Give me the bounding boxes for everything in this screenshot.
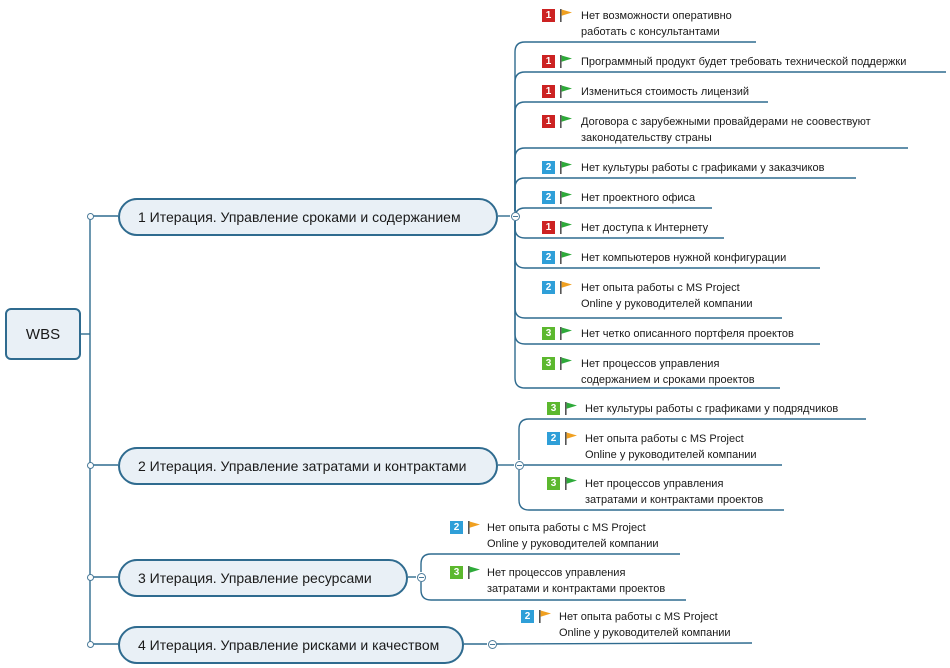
priority-2-icon: 2 (542, 161, 555, 174)
priority-2-icon: 2 (542, 281, 555, 294)
green-flag-icon (559, 160, 573, 175)
priority-1-icon: 1 (542, 85, 555, 98)
risk-text-line: Программный продукт будет требовать техн… (581, 56, 907, 68)
leaf-connector (496, 642, 753, 645)
risk-text-line: Нет доступа к Интернету (581, 222, 709, 234)
leaf-connector (514, 101, 768, 211)
collapse-toggle[interactable] (417, 573, 426, 582)
branch-anchor-dot (87, 574, 94, 581)
risk-text-line: Нет процессов управления (585, 478, 724, 490)
priority-3-icon: 3 (542, 357, 555, 370)
leaf-connector (514, 207, 712, 219)
risk-text-line: Online у руководителей компании (559, 627, 731, 639)
branch-node-iteration-2[interactable]: 2 Итерация. Управление затратами и контр… (118, 447, 498, 485)
branch-anchor-dot (87, 213, 94, 220)
orange-flag-icon (559, 280, 573, 295)
leaf-connector (518, 418, 866, 460)
priority-2-icon: 2 (542, 251, 555, 264)
collapse-toggle[interactable] (488, 640, 497, 649)
risk-text-line: содержанием и сроками проектов (581, 374, 755, 386)
risk-text-line: Нет процессов управления (487, 567, 626, 579)
risk-text-line: Нет опыта работы с MS Project (559, 611, 718, 623)
priority-2-icon: 2 (542, 191, 555, 204)
priority-2-icon: 2 (450, 521, 463, 534)
risk-text-line: Нет проектного офиса (581, 192, 696, 204)
green-flag-icon (559, 250, 573, 265)
risk-text-line: Нет культуры работы с графиками у заказч… (581, 162, 825, 174)
priority-1-icon: 1 (542, 9, 555, 22)
priority-2-icon: 2 (521, 610, 534, 623)
root-node-wbs[interactable]: WBS (5, 308, 81, 360)
orange-flag-icon (467, 520, 481, 535)
orange-flag-icon (538, 609, 552, 624)
green-flag-icon (467, 565, 481, 580)
orange-flag-icon (564, 431, 578, 446)
risk-text-line: Online у руководителей компании (487, 538, 659, 550)
collapse-toggle[interactable] (515, 461, 524, 470)
risk-text-line: Нет процессов управления (581, 358, 720, 370)
risk-text-line: Нет четко описанного портфеля проектов (581, 328, 794, 340)
green-flag-icon (564, 476, 578, 491)
leaf-connector (518, 470, 784, 511)
risk-text-line: Нет опыта работы с MS Project (585, 433, 744, 445)
risk-text-line: Online у руководителей компании (585, 449, 757, 461)
risk-text-line: затратами и контрактами проектов (585, 494, 764, 506)
risk-text-line: Нет возможности оперативно (581, 10, 732, 22)
collapse-toggle[interactable] (511, 212, 520, 221)
risk-text-line: затратами и контрактами проектов (487, 583, 666, 595)
risk-text-line: Нет опыта работы с MS Project (487, 522, 646, 534)
green-flag-icon (559, 114, 573, 129)
leaf-connector (420, 582, 686, 601)
branch-node-iteration-1[interactable]: 1 Итерация. Управление сроками и содержа… (118, 198, 498, 236)
priority-3-icon: 3 (547, 402, 560, 415)
risk-text-line: Online у руководителей компании (581, 298, 753, 310)
branch-label: 4 Итерация. Управление рисками и качеств… (138, 637, 440, 653)
root-label: WBS (25, 325, 61, 343)
risk-text-line: Нет компьютеров нужной конфигурации (581, 252, 787, 264)
priority-3-icon: 3 (547, 477, 560, 490)
leaf-connector (514, 177, 856, 211)
priority-3-icon: 3 (542, 327, 555, 340)
branch-anchor-dot (87, 462, 94, 469)
leaf-connector (420, 553, 680, 572)
branch-anchor-dot (87, 641, 94, 648)
green-flag-icon (559, 190, 573, 205)
green-flag-icon (559, 220, 573, 235)
branch-node-iteration-3[interactable]: 3 Итерация. Управление ресурсами (118, 559, 408, 597)
priority-3-icon: 3 (450, 566, 463, 579)
risk-text-line: Измениться стоимость лицензий (581, 86, 750, 98)
risk-text-line: законодательству страны (581, 132, 712, 144)
green-flag-icon (559, 356, 573, 371)
priority-1-icon: 1 (542, 115, 555, 128)
risk-text-line: Нет опыта работы с MS Project (581, 282, 740, 294)
green-flag-icon (559, 84, 573, 99)
risk-text-line: Нет культуры работы с графиками у подряд… (585, 403, 839, 415)
green-flag-icon (559, 326, 573, 341)
risk-text-line: Договора с зарубежными провайдерами не с… (581, 116, 871, 128)
orange-flag-icon (559, 8, 573, 23)
risk-text-line: работать с консультантами (581, 26, 720, 38)
leaf-connector (514, 41, 756, 211)
leaf-connector (514, 221, 780, 389)
priority-1-icon: 1 (542, 221, 555, 234)
branch-label: 3 Итерация. Управление ресурсами (138, 570, 372, 586)
green-flag-icon (564, 401, 578, 416)
leaf-connector (514, 147, 908, 211)
branch-label: 1 Итерация. Управление сроками и содержа… (138, 209, 461, 225)
green-flag-icon (559, 54, 573, 69)
leaf-connector (514, 71, 946, 211)
branch-label: 2 Итерация. Управление затратами и контр… (138, 458, 467, 474)
priority-1-icon: 1 (542, 55, 555, 68)
priority-2-icon: 2 (547, 432, 560, 445)
branch-node-iteration-4[interactable]: 4 Итерация. Управление рисками и качеств… (118, 626, 464, 664)
